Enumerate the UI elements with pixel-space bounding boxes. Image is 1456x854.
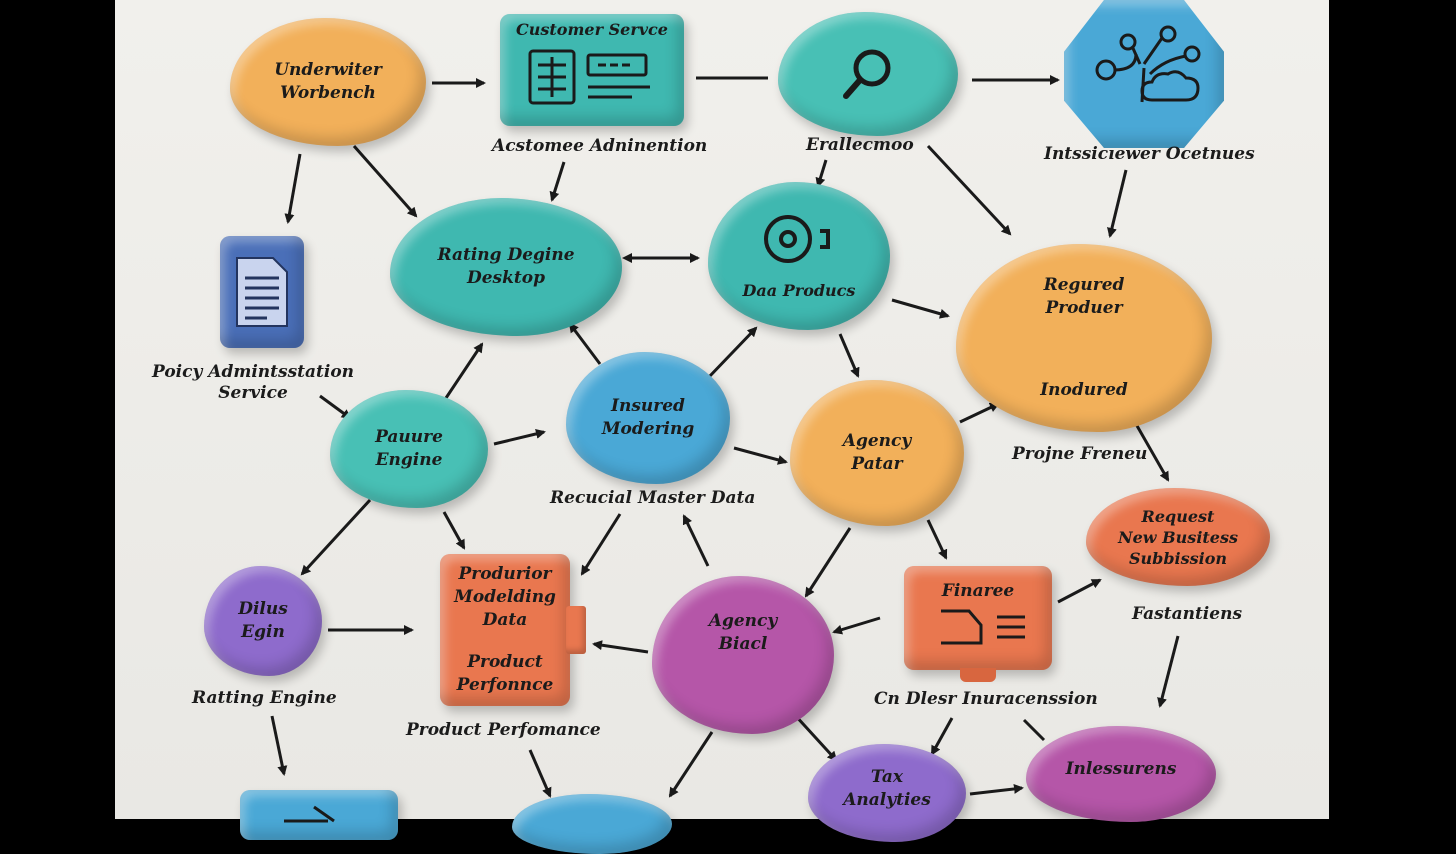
arrow (1107, 169, 1128, 238)
arrow (1157, 635, 1180, 708)
arrow (682, 514, 710, 567)
required-producer-node[interactable]: Regured Produer Inodured (956, 244, 1212, 432)
arrow (580, 513, 622, 576)
data-products-node[interactable]: Daa Producs (708, 182, 890, 330)
node-label: Pauure Engine (375, 427, 443, 470)
arrow (270, 715, 288, 776)
node-label: Finaree (941, 581, 1015, 601)
agency-portal-node[interactable]: Agency Patar (790, 380, 964, 526)
magnifier-icon (838, 44, 898, 104)
target-icon (754, 211, 844, 271)
node-label: Insured Modering (601, 396, 695, 439)
arrow (568, 322, 602, 365)
insured-modeling-node[interactable]: Insured Modering (566, 352, 730, 484)
arrow (926, 144, 1012, 236)
finance-stand (960, 668, 996, 682)
node-label: Agency Biacl (708, 611, 778, 654)
connector-layer (270, 75, 1180, 798)
agency-black-node[interactable]: Agency Biacl (652, 576, 834, 734)
arrow (804, 527, 852, 598)
finance-node[interactable]: Finaree (904, 566, 1052, 670)
form-screen-icon (522, 47, 662, 107)
feature-engine-node[interactable]: Pauure Engine (330, 390, 488, 508)
arrow (493, 429, 546, 446)
underwriter-workbench-node[interactable]: Underwiter Worbench (230, 18, 426, 146)
arrow (442, 511, 466, 550)
customer-administration-label: Acstomee Adninention (492, 136, 708, 156)
node-label: Dilus Egin (238, 599, 288, 642)
reconcile-master-data-label: Recucial Master Data (550, 488, 756, 508)
tax-analytics-node[interactable]: Tax Analyties (808, 744, 966, 842)
arrow (733, 446, 788, 465)
arrow (959, 402, 1000, 424)
evaluation-label: Eralleстоо (806, 135, 914, 155)
node-label: Request New Busitess Subbission (1118, 506, 1238, 568)
monitor-chart-icon (923, 603, 1033, 647)
node-label: Daa Producs (742, 280, 856, 300)
arrow (838, 333, 860, 378)
production-modeling-node[interactable]: Produrior Modelding Data Product Perfonn… (440, 554, 570, 706)
claims-transmission-label: Cn Dlesr Inuracenssion (874, 689, 1098, 709)
product-performance-label: Product Perfomance (406, 720, 601, 740)
integration-node[interactable] (1064, 0, 1224, 148)
arrow (549, 161, 566, 202)
arrow (792, 712, 838, 762)
node-label: Rating Degine Desktop (437, 245, 575, 288)
bottom-center-node[interactable] (512, 794, 672, 854)
infessurens-node[interactable]: Inlessurens (1026, 726, 1216, 822)
rating-engine-label: Ratting Engine (192, 688, 337, 708)
node-label: Underwiter Worbench (274, 60, 382, 103)
connector (1022, 718, 1046, 742)
node-label: Produrior Modelding Data (454, 564, 556, 631)
arrow (528, 749, 552, 798)
arrow (702, 326, 758, 384)
arrow (1134, 423, 1170, 482)
arrow (284, 153, 302, 224)
arrow (891, 298, 950, 319)
arrow-right-icon (274, 801, 364, 829)
policy-admin-label: Poicy Admintsstation Service (152, 362, 355, 403)
arrow (832, 616, 881, 635)
arrow (592, 640, 649, 654)
node-label: Agency Patar (842, 431, 912, 474)
arrow (352, 145, 418, 218)
arrow (668, 731, 714, 798)
bottom-left-node[interactable] (240, 790, 398, 840)
arrow (444, 342, 484, 399)
node-label: Tax Analyties (843, 767, 931, 810)
integration-outcomes-label: Intssicıewer Ocetnues (1044, 144, 1255, 164)
document-icon (233, 254, 291, 330)
arrow (969, 783, 1024, 796)
evaluation-node[interactable] (778, 12, 958, 136)
arrow (300, 498, 372, 576)
node-label: Inlessurens (1065, 758, 1177, 779)
arrow (1057, 578, 1102, 604)
rating-engine-desktop-node[interactable]: Rating Degine Desktop (390, 198, 622, 336)
customer-service-node[interactable]: Customer Servce (500, 14, 684, 126)
request-new-business-node[interactable]: Request New Busitess Subbission (1086, 488, 1270, 586)
node-label: Product Perfonnce (456, 651, 554, 695)
arrow (815, 159, 828, 188)
network-cloud-icon (1084, 24, 1204, 124)
dtlus-engine-node[interactable]: Dilus Egin (204, 566, 322, 676)
fastentiens-label: Fastantiens (1132, 604, 1243, 624)
node-label: Regured Produer (1043, 274, 1125, 318)
production-modeling-tab (566, 606, 586, 654)
arrow (930, 717, 954, 756)
producer-renewal-label: Projne Frenеи (1012, 444, 1148, 464)
node-label: Inodured (1040, 380, 1128, 401)
policy-document-node[interactable] (220, 236, 304, 348)
arrow (926, 519, 948, 560)
node-label: Customer Servce (516, 20, 668, 39)
